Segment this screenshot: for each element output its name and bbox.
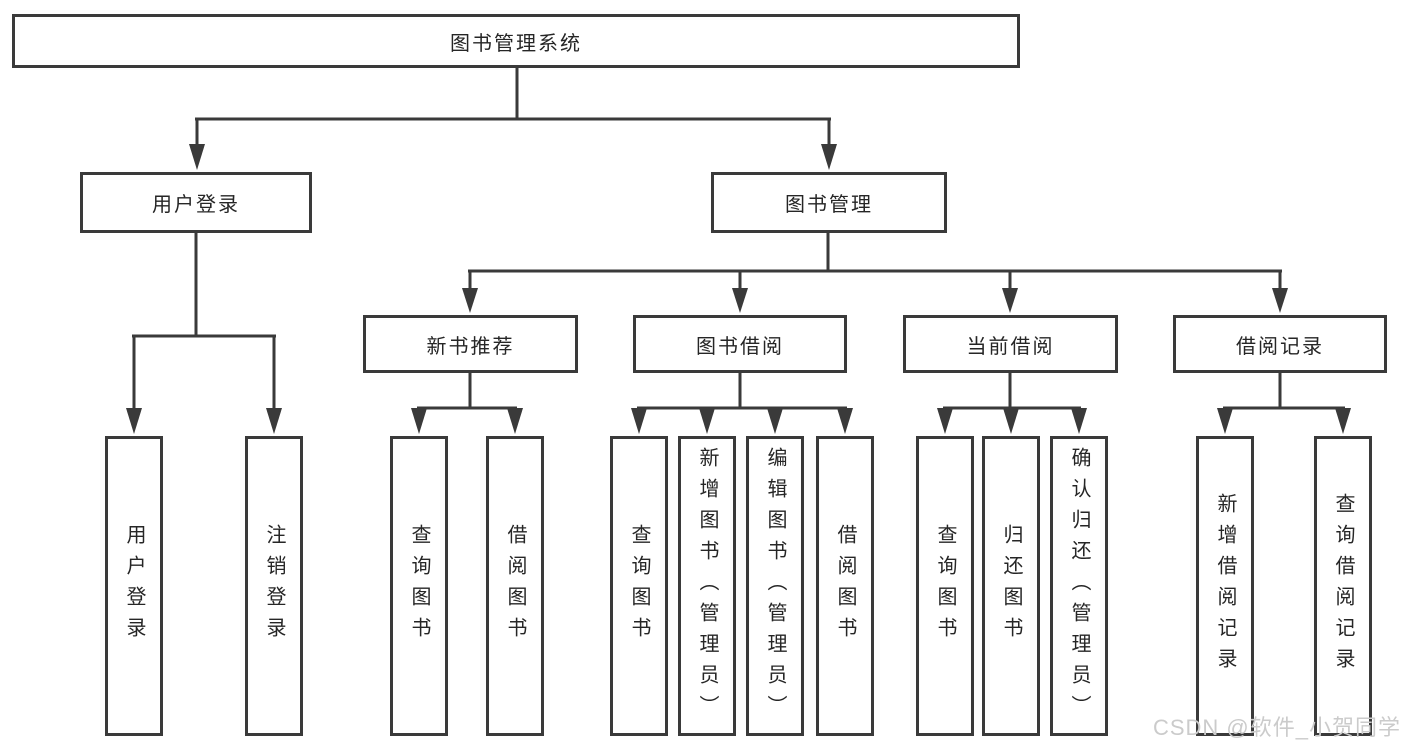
leaf-query-books-1: 查询图书 bbox=[390, 436, 448, 736]
watermark: CSDN @软件_小贺同学 bbox=[1152, 715, 1401, 740]
arrowhead-icon bbox=[1272, 288, 1288, 313]
leaf-query-books-3-label: 查询图书 bbox=[934, 524, 956, 648]
arrowhead-icon bbox=[1335, 408, 1351, 434]
arrowhead-icon bbox=[837, 408, 853, 434]
leaf-confirm-return-admin: 确认归还（管理员） bbox=[1050, 436, 1108, 736]
arrowhead-icon bbox=[732, 288, 748, 313]
arrowhead-icon bbox=[1217, 408, 1233, 434]
node-new-book-recommend-label: 新书推荐 bbox=[426, 335, 515, 358]
edges-borrow-records-to-leaves bbox=[1217, 373, 1351, 434]
arrowhead-icon bbox=[1071, 408, 1087, 434]
node-root: 图书管理系统 bbox=[12, 14, 1020, 68]
leaf-query-books-2: 查询图书 bbox=[610, 436, 668, 736]
arrowhead-icon bbox=[266, 408, 282, 434]
leaf-edit-book-admin: 编辑图书（管理员） bbox=[746, 436, 804, 736]
node-current-borrow-label: 当前借阅 bbox=[966, 335, 1055, 358]
node-book-management: 图书管理 bbox=[711, 172, 947, 233]
leaf-query-books-3: 查询图书 bbox=[916, 436, 974, 736]
edges-root-to-level2 bbox=[189, 68, 837, 170]
leaf-borrow-books-2: 借阅图书 bbox=[816, 436, 874, 736]
leaf-query-books-2-label: 查询图书 bbox=[628, 524, 650, 648]
node-book-borrow-label: 图书借阅 bbox=[696, 335, 784, 358]
node-user-login: 用户登录 bbox=[80, 172, 312, 233]
node-user-login-label: 用户登录 bbox=[152, 194, 240, 216]
arrowhead-icon bbox=[1003, 408, 1019, 434]
leaf-query-books-1-label: 查询图书 bbox=[408, 524, 430, 648]
node-borrow-records-label: 借阅记录 bbox=[1236, 335, 1324, 358]
leaf-user-login-label: 用户登录 bbox=[123, 524, 145, 648]
leaf-logout: 注销登录 bbox=[245, 436, 303, 736]
leaf-borrow-books-2-label: 借阅图书 bbox=[834, 524, 856, 648]
node-new-book-recommend: 新书推荐 bbox=[363, 315, 578, 373]
leaf-borrow-books-1-label: 借阅图书 bbox=[504, 524, 526, 648]
arrowhead-icon bbox=[1002, 288, 1018, 313]
leaf-logout-label: 注销登录 bbox=[263, 524, 285, 648]
arrowhead-icon bbox=[699, 408, 715, 434]
node-current-borrow: 当前借阅 bbox=[903, 315, 1118, 373]
edges-current-borrow-to-leaves bbox=[937, 373, 1087, 434]
node-root-label: 图书管理系统 bbox=[450, 32, 582, 55]
leaf-query-borrow-record-label: 查询借阅记录 bbox=[1332, 493, 1354, 679]
arrowhead-icon bbox=[507, 408, 523, 434]
leaf-add-book-admin-label: 新增图书（管理员） bbox=[696, 446, 718, 726]
node-book-management-label: 图书管理 bbox=[785, 194, 873, 216]
arrowhead-icon bbox=[126, 408, 142, 434]
leaf-add-borrow-record: 新增借阅记录 bbox=[1196, 436, 1254, 736]
arrowhead-icon bbox=[411, 408, 427, 434]
leaf-user-login: 用户登录 bbox=[105, 436, 163, 736]
leaf-return-book-label: 归还图书 bbox=[1000, 524, 1022, 648]
leaf-edit-book-admin-label: 编辑图书（管理员） bbox=[764, 446, 786, 726]
node-book-borrow: 图书借阅 bbox=[633, 315, 847, 373]
arrowhead-icon bbox=[937, 408, 953, 434]
leaf-confirm-return-admin-label: 确认归还（管理员） bbox=[1068, 446, 1090, 726]
leaf-return-book: 归还图书 bbox=[982, 436, 1040, 736]
leaf-borrow-books-1: 借阅图书 bbox=[486, 436, 544, 736]
edges-new-book-to-leaves bbox=[411, 373, 523, 434]
arrowhead-icon bbox=[631, 408, 647, 434]
leaf-query-borrow-record: 查询借阅记录 bbox=[1314, 436, 1372, 736]
arrowhead-icon bbox=[462, 288, 478, 313]
arrowhead-icon bbox=[821, 144, 837, 170]
edges-book-mgmt-to-level3 bbox=[462, 233, 1288, 313]
arrowhead-icon bbox=[767, 408, 783, 434]
edges-book-borrow-to-leaves bbox=[631, 373, 853, 434]
edges-user-login-to-leaves bbox=[126, 233, 282, 434]
leaf-add-book-admin: 新增图书（管理员） bbox=[678, 436, 736, 736]
leaf-add-borrow-record-label: 新增借阅记录 bbox=[1214, 493, 1236, 679]
node-borrow-records: 借阅记录 bbox=[1173, 315, 1387, 373]
arrowhead-icon bbox=[189, 144, 205, 170]
